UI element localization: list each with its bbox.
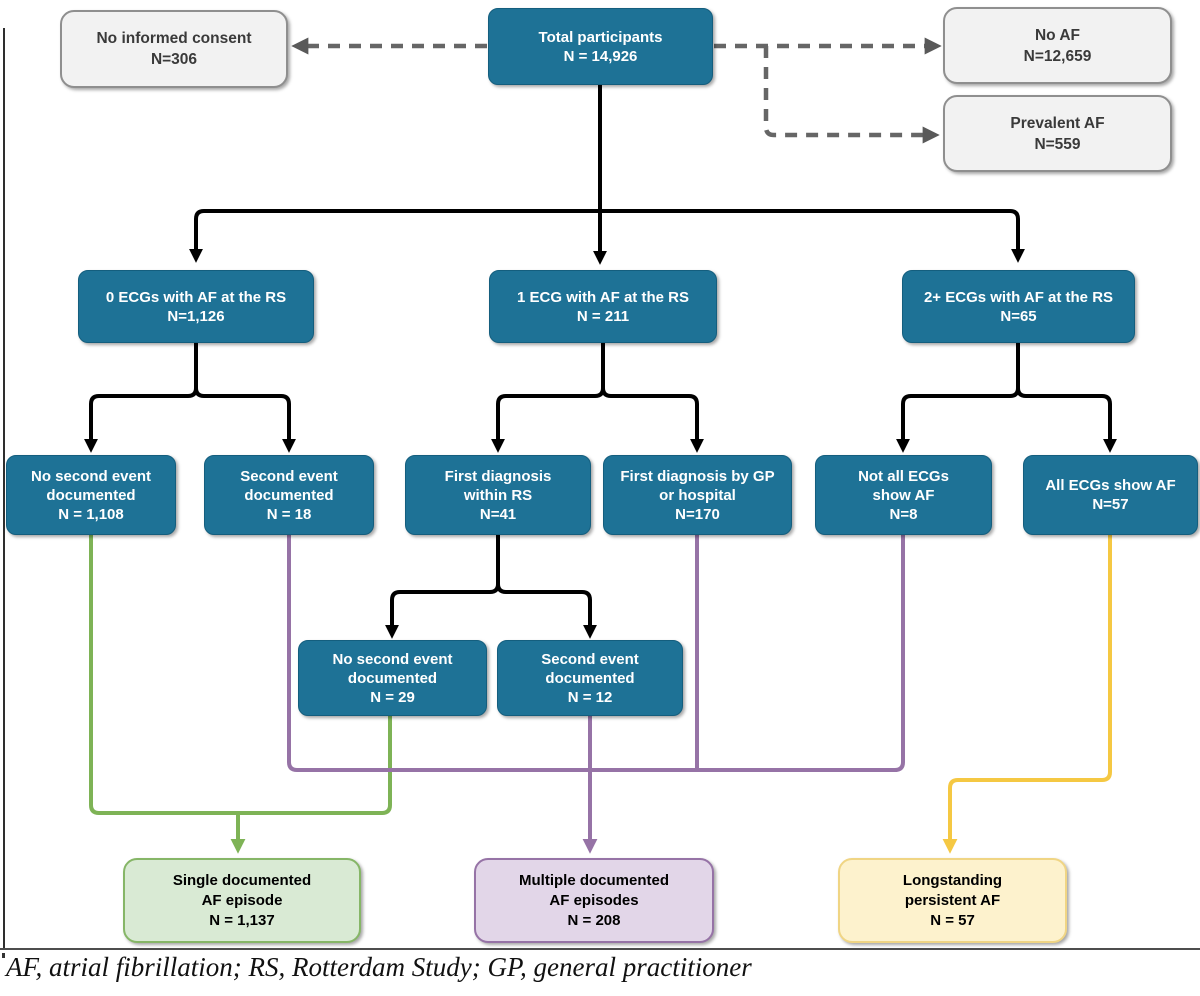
node-not-all-ecgs-show-af: Not all ECGs show AF N=8 <box>815 455 992 535</box>
node-text: Single documented AF episode N = 1,137 <box>172 871 312 929</box>
node-text: All ECGs show AF N=57 <box>1045 477 1176 513</box>
figure-separator-line <box>0 948 1200 950</box>
node-text: No second event documented N = 29 <box>332 650 453 706</box>
node-second-event-12: Second event documented N = 12 <box>497 640 683 716</box>
node-no-second-event-1108: No second event documented N = 1,108 <box>6 455 176 535</box>
black-tree-connectors <box>84 85 1117 639</box>
node-text: No informed consent N=306 <box>96 30 252 68</box>
node-text: Total participants N = 14,926 <box>538 28 663 65</box>
node-two-plus-ecgs-with-af: 2+ ECGs with AF at the RS N=65 <box>902 270 1135 343</box>
node-no-second-event-29: No second event documented N = 29 <box>298 640 487 716</box>
node-text: First diagnosis by GP or hospital N=170 <box>620 467 775 523</box>
figure-border-left <box>3 28 5 950</box>
purple-merge-connectors <box>287 535 905 854</box>
node-text: Second event documented N = 12 <box>541 650 639 706</box>
node-all-ecgs-show-af: All ECGs show AF N=57 <box>1023 455 1198 535</box>
node-second-event-18: Second event documented N = 18 <box>204 455 374 535</box>
yellow-merge-connector <box>942 535 1112 854</box>
node-first-diagnosis-within-rs: First diagnosis within RS N=41 <box>405 455 591 535</box>
node-text: First diagnosis within RS N=41 <box>444 467 552 523</box>
node-text: 2+ ECGs with AF at the RS N=65 <box>923 288 1114 325</box>
figure-border-tick <box>2 953 5 958</box>
node-text: 0 ECGs with AF at the RS N=1,126 <box>105 288 287 325</box>
node-no-af: No AF N=12,659 <box>943 7 1172 84</box>
node-zero-ecgs-with-af: 0 ECGs with AF at the RS N=1,126 <box>78 270 314 343</box>
dashed-exclusion-arrows <box>291 37 942 144</box>
node-text: No second event documented N = 1,108 <box>30 467 152 523</box>
node-first-diagnosis-gp-hospital: First diagnosis by GP or hospital N=170 <box>603 455 792 535</box>
node-prevalent-af: Prevalent AF N=559 <box>943 95 1172 172</box>
node-text: Second event documented N = 18 <box>240 467 338 523</box>
node-text: Longstanding persistent AF N = 57 <box>902 871 1003 929</box>
node-longstanding-persistent-af: Longstanding persistent AF N = 57 <box>838 858 1067 943</box>
node-text: Prevalent AF N=559 <box>1010 114 1105 153</box>
node-text: Not all ECGs show AF N=8 <box>858 467 949 523</box>
node-text: No AF N=12,659 <box>1023 26 1092 65</box>
node-one-ecg-with-af: 1 ECG with AF at the RS N = 211 <box>489 270 717 343</box>
node-no-informed-consent: No informed consent N=306 <box>60 10 288 88</box>
node-multiple-documented-af-episodes: Multiple documented AF episodes N = 208 <box>474 858 714 943</box>
node-text: 1 ECG with AF at the RS N = 211 <box>517 288 689 325</box>
node-single-documented-af-episode: Single documented AF episode N = 1,137 <box>123 858 361 943</box>
figure-caption: AF, atrial fibrillation; RS, Rotterdam S… <box>6 952 752 982</box>
node-text: Multiple documented AF episodes N = 208 <box>519 871 669 929</box>
green-merge-connectors <box>89 535 392 854</box>
node-total-participants: Total participants N = 14,926 <box>488 8 713 85</box>
